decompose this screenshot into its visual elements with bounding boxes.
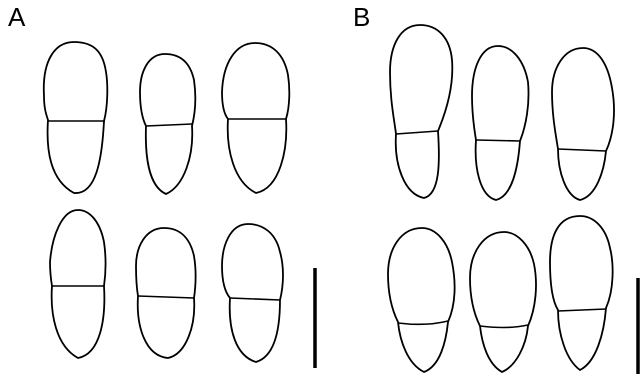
spore (42, 41, 109, 194)
spore (549, 215, 614, 371)
panel-a (42, 41, 317, 368)
panel-b (387, 24, 640, 374)
spore (221, 42, 291, 194)
spore (135, 227, 197, 359)
panel-label-a: A (8, 2, 26, 32)
spore (221, 223, 284, 363)
panel-label-b: B (353, 2, 371, 32)
spore (551, 47, 615, 201)
spore (471, 45, 530, 201)
spore (469, 231, 537, 373)
spore (49, 209, 107, 359)
spore (389, 24, 454, 199)
spore (387, 227, 456, 373)
spore (139, 53, 197, 195)
